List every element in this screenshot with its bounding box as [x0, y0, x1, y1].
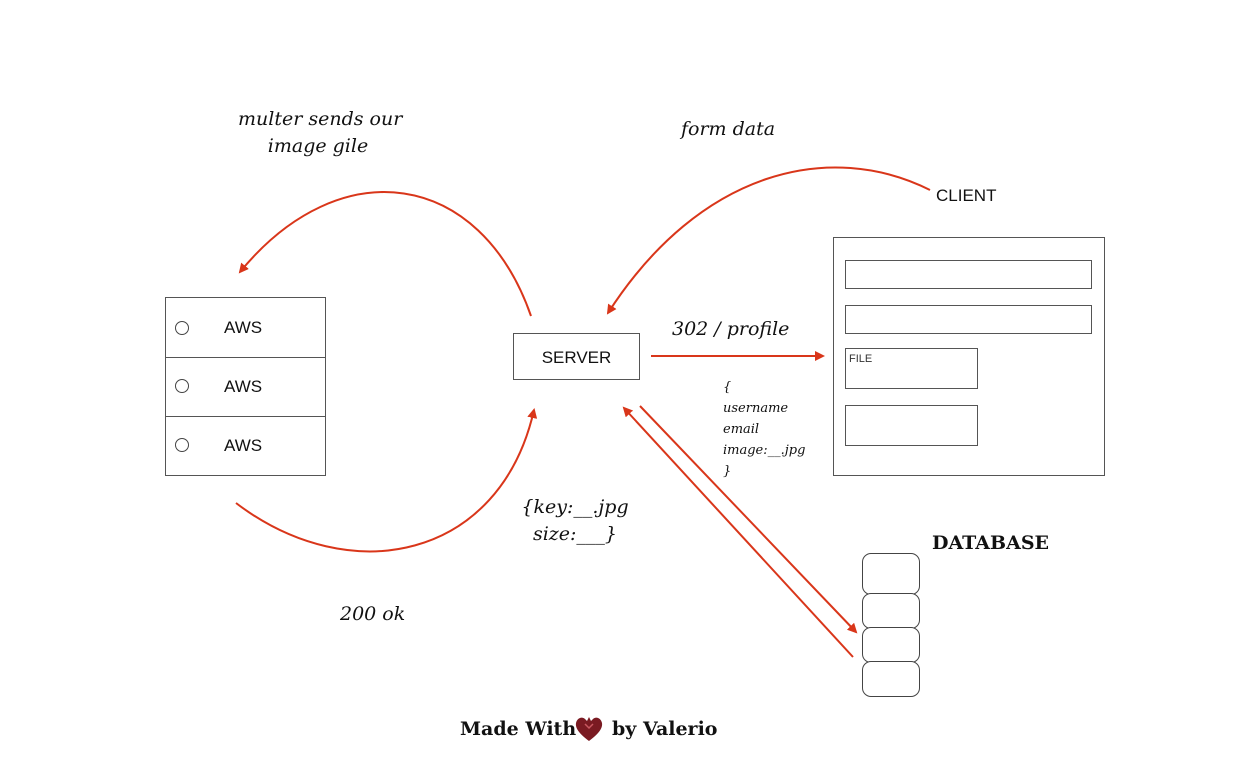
form-data-label: form data	[681, 118, 776, 140]
radio-icon[interactable]	[175, 321, 189, 335]
payload-close: }	[723, 464, 732, 479]
file-input-label: FILE	[849, 353, 873, 365]
database-stack	[862, 553, 920, 697]
client-label: CLIENT	[936, 186, 997, 205]
database-cell	[862, 661, 920, 697]
payload-open: {	[723, 380, 732, 395]
key-size-label: {key:__.jpg size:___}	[512, 494, 638, 548]
database-label: DATABASE	[932, 532, 1050, 554]
form-input-2[interactable]	[845, 305, 1092, 334]
key-line: {key:__.jpg	[521, 496, 629, 518]
multer-label-line1: multer sends our	[238, 108, 403, 130]
arrow-database-to-server	[622, 406, 854, 658]
file-input[interactable]: FILE	[845, 348, 978, 389]
arrow-aws-to-server	[235, 408, 538, 553]
redirect-label: 302 / profile	[672, 318, 790, 340]
by-author-text: by Valerio	[612, 718, 718, 740]
multer-label: multer sends our image gile	[238, 106, 403, 160]
aws-item-label: AWS	[224, 318, 263, 337]
made-with-text: Made With	[460, 718, 577, 740]
size-line: size:___}	[532, 523, 618, 545]
form-input-1[interactable]	[845, 260, 1092, 289]
server-label: SERVER	[541, 348, 612, 367]
database-cell	[862, 553, 920, 595]
submit-box[interactable]	[845, 405, 978, 446]
payload-email: email	[723, 422, 760, 437]
aws-item-label: AWS	[224, 436, 263, 455]
server-box: SERVER	[513, 333, 640, 380]
arrow-server-to-aws	[238, 191, 532, 317]
database-cell	[862, 627, 920, 663]
payload-image: image:__.jpg	[723, 443, 806, 458]
arrow-client-to-server	[606, 166, 931, 315]
aws-item: AWS	[166, 416, 325, 475]
radio-icon[interactable]	[175, 379, 189, 393]
aws-item-label: AWS	[224, 377, 263, 396]
heart-icon	[575, 717, 603, 741]
payload-block: { username email image:__.jpg }	[723, 377, 805, 482]
payload-username: username	[723, 401, 789, 416]
radio-icon[interactable]	[175, 438, 189, 452]
aws-item: AWS	[166, 298, 325, 358]
client-form: FILE	[833, 237, 1105, 476]
aws-item: AWS	[166, 357, 325, 417]
multer-label-line2: image gile	[267, 135, 369, 157]
ok-label: 200 ok	[340, 603, 406, 625]
arrow-server-to-database	[639, 405, 858, 634]
database-cell	[862, 593, 920, 629]
aws-stack: AWS AWS AWS	[165, 297, 326, 476]
